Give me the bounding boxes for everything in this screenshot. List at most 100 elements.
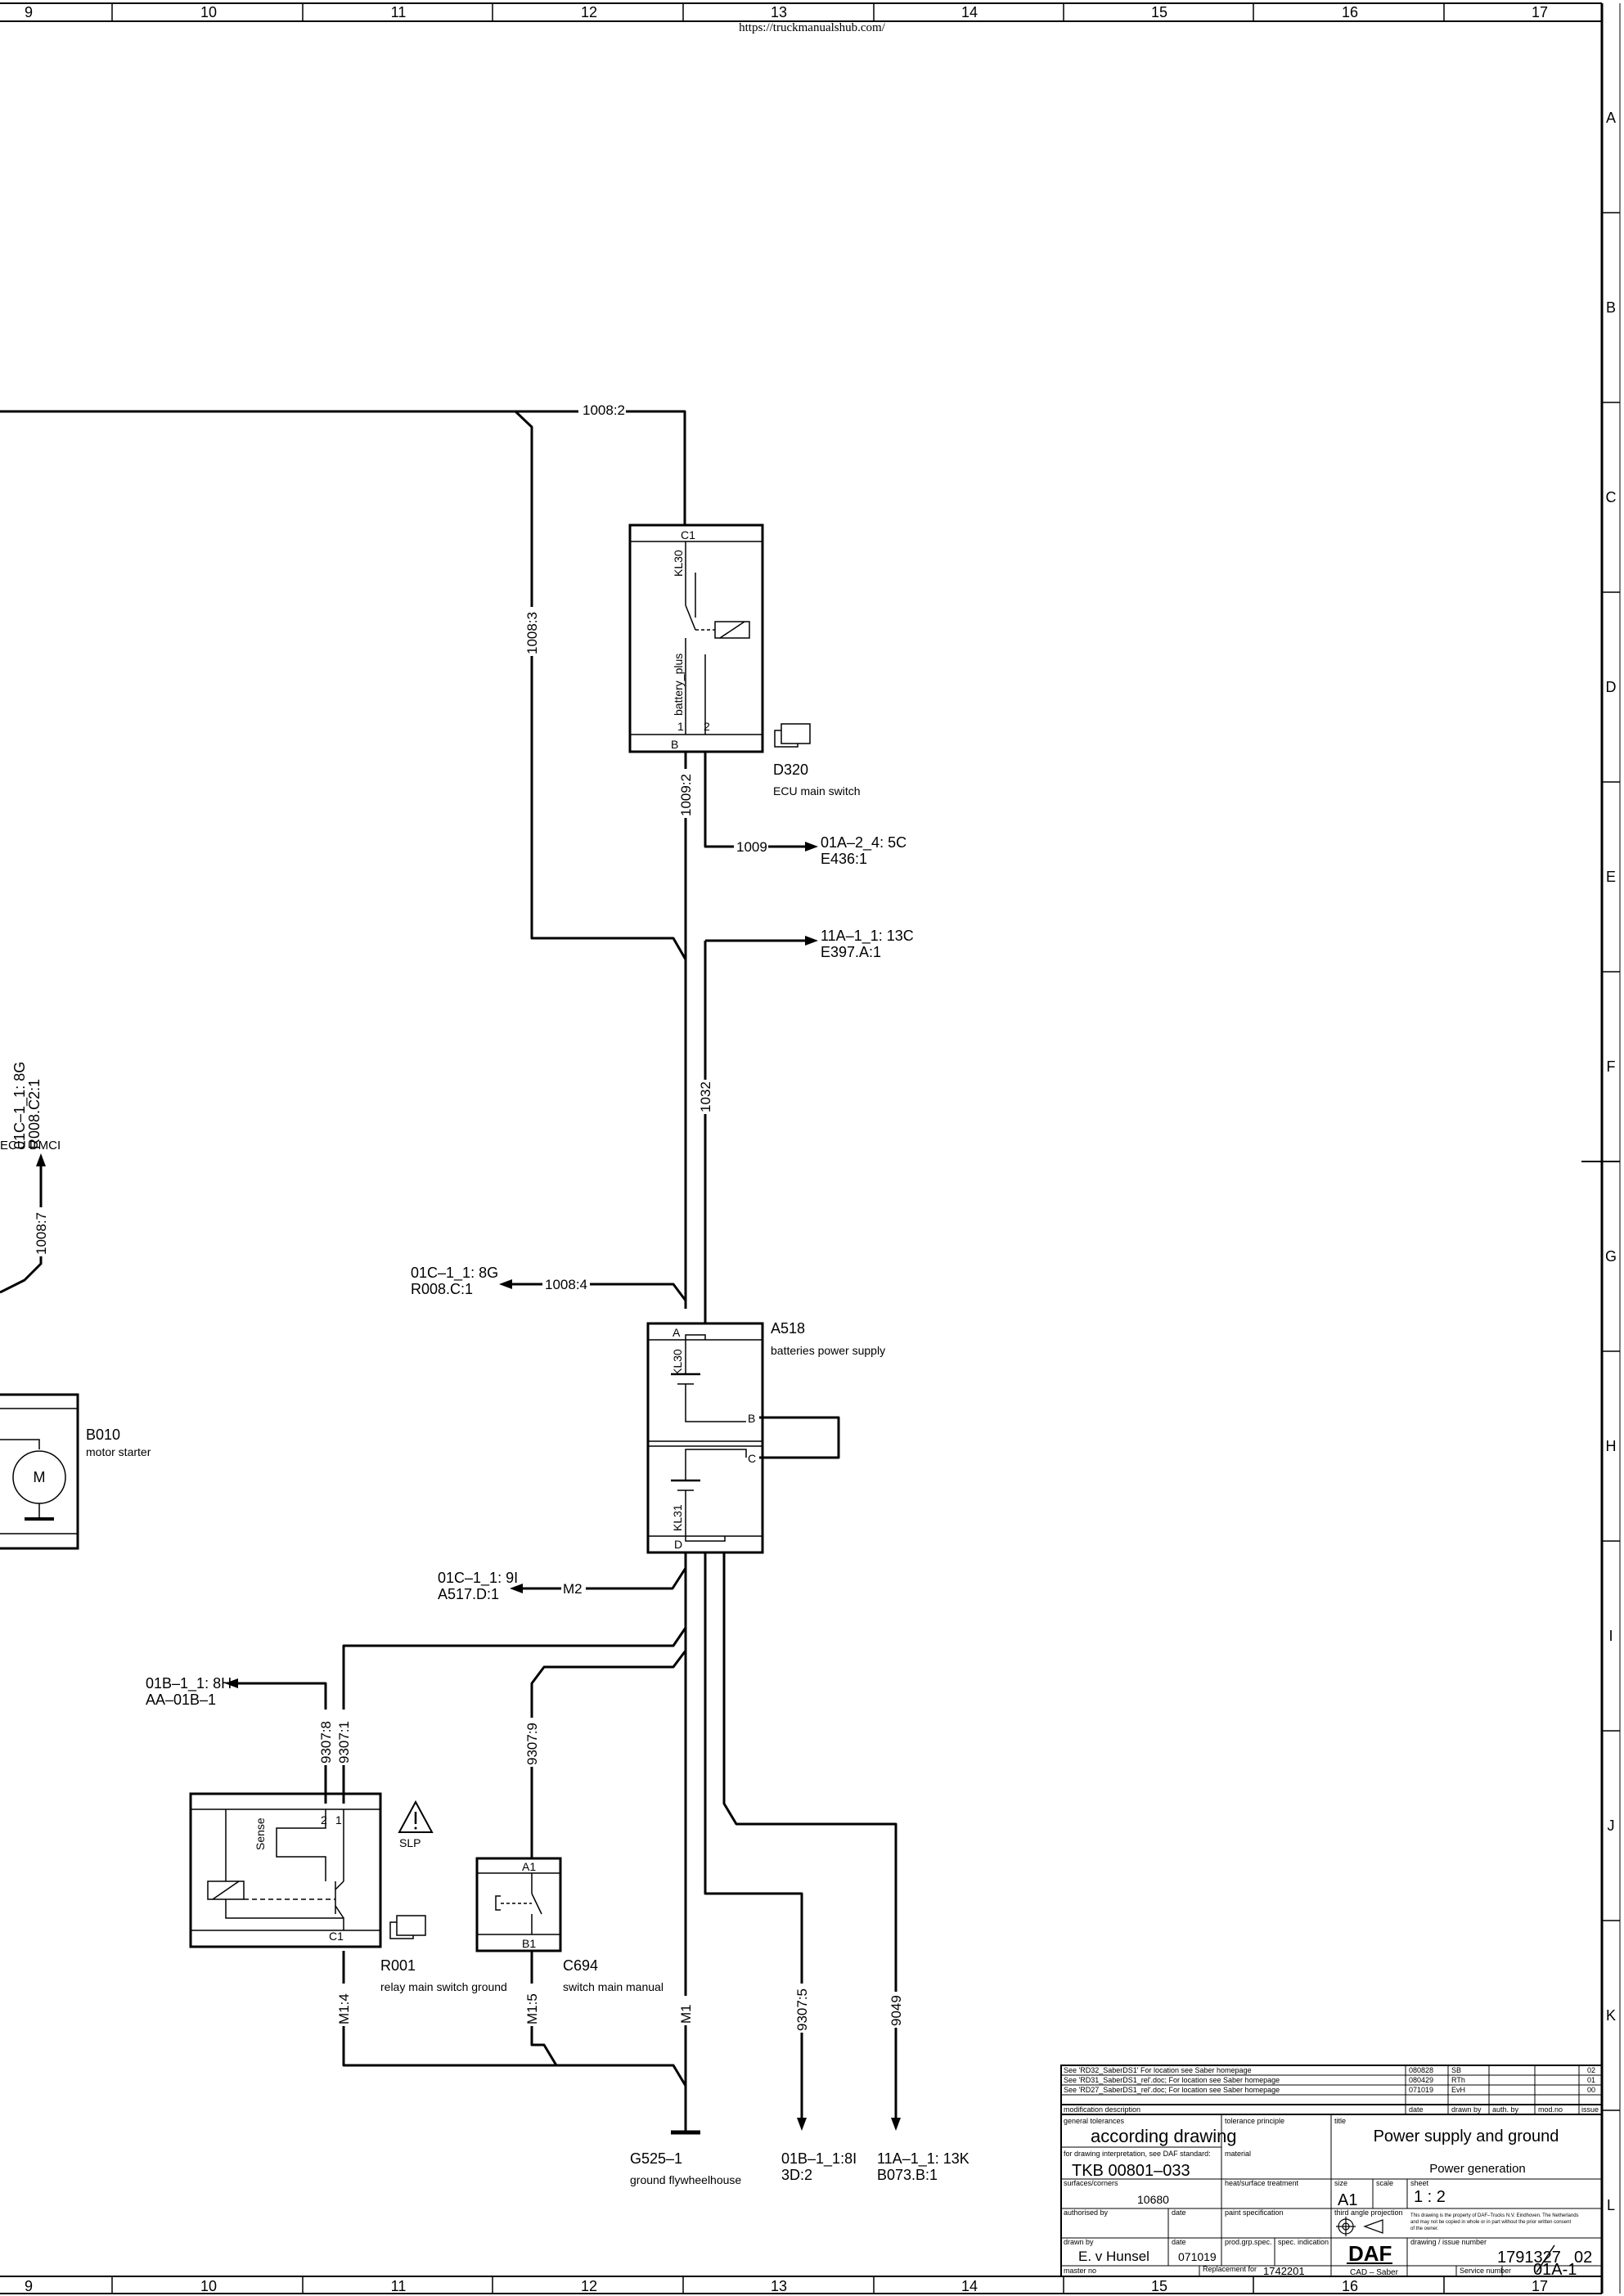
row-label: D <box>1606 679 1617 695</box>
svc-label: Service number <box>1460 2267 1511 2275</box>
mod-date-0: 080828 <box>1409 2066 1433 2074</box>
material-label: material <box>1225 2150 1251 2158</box>
hdr-modno: mod.no <box>1538 2105 1563 2114</box>
wire-9307-9 <box>530 1650 687 1858</box>
xref-r008: R008.C:1 <box>411 1281 473 1297</box>
service-number: 01A-1 <box>1533 2261 1577 2279</box>
d320-pin-c1: C1 <box>681 528 695 541</box>
component-g525: G525–1 ground flywheelhouse <box>630 2130 741 2186</box>
row-label: G <box>1605 1248 1617 1265</box>
cad-label: CAD – Saber <box>1350 2268 1399 2277</box>
c694-pin-a1: A1 <box>522 1860 536 1873</box>
wire-9307-8 <box>237 1682 327 1804</box>
c694-ref: C694 <box>563 1957 598 1974</box>
warning-icon: SLP <box>398 1800 434 1849</box>
specind-label: spec. indication <box>1278 2238 1329 2246</box>
row-label: F <box>1607 1058 1616 1075</box>
row-label: B <box>1606 299 1616 316</box>
xref-11a-13k: 11A–1_1: 13K <box>877 2150 969 2168</box>
wire-label-9307-8: 9307:8 <box>318 1721 334 1764</box>
slp-label: SLP <box>399 1836 421 1849</box>
component-r001: 2 1 C1 Sense R001 relay main switch grou… <box>189 1792 507 1993</box>
wire-label-m2: M2 <box>563 1581 583 1597</box>
paint-label: paint specification <box>1225 2208 1284 2217</box>
wire-label-m1-5: M1:5 <box>524 1993 540 2024</box>
mod-by-1: RTh <box>1451 2076 1465 2084</box>
col-label: 12 <box>581 4 597 20</box>
b010-desc: motor starter <box>86 1445 151 1458</box>
a518-pin-d: D <box>674 1538 682 1551</box>
xref-left-01c: 01C–1_1: 8G <box>11 1062 29 1149</box>
wire-9307-1 <box>342 1627 687 1804</box>
xref-e397: E397.A:1 <box>821 944 881 960</box>
drawing-subtitle: Power generation <box>1429 2162 1526 2176</box>
xref-11a-1-1: 11A–1_1: 13C <box>821 928 914 945</box>
drawn-date: 071019 <box>1178 2250 1217 2263</box>
drawn-by: E. v Hunsel <box>1078 2249 1149 2264</box>
row-label: I <box>1608 1628 1613 1644</box>
d320-pin2: 2 <box>704 720 710 733</box>
prodgrp-label: prod.grp.spec. <box>1225 2238 1272 2246</box>
row-label: E <box>1606 869 1616 885</box>
a518-kl31: KL31 <box>671 1504 684 1531</box>
xref-3d2: 3D:2 <box>781 2167 812 2183</box>
d320-ref: D320 <box>773 762 808 778</box>
col-label: 13 <box>771 4 787 20</box>
wire-label-1008-2: 1008:2 <box>583 402 625 418</box>
wire-9307-5 <box>704 1552 803 2119</box>
row-label: C <box>1606 489 1617 505</box>
wire-1009 <box>704 751 806 848</box>
row-ticks <box>1602 212 1620 2111</box>
wire-label-9307-1: 9307:1 <box>336 1721 352 1764</box>
projection-label: third angle projection <box>1334 2208 1403 2217</box>
row-label: J <box>1608 1817 1615 1834</box>
a518-pin-b: B <box>748 1412 755 1425</box>
g525-ref: G525–1 <box>630 2150 682 2167</box>
xref-left-ecu: ECU DMCI <box>0 1139 61 1152</box>
repl-label: Replacement for <box>1203 2265 1257 2273</box>
title-block: See 'RD32_SaberDS1' For location see Sab… <box>1060 2065 1603 2279</box>
column-labels-top: 9 10 11 12 13 14 15 16 17 <box>25 4 1548 20</box>
c694-desc: switch main manual <box>563 1980 664 1993</box>
col-label: 13 <box>771 2278 787 2294</box>
mod-issue-1: 01 <box>1587 2076 1595 2084</box>
wire-label-9307-9: 9307:9 <box>524 1723 540 1765</box>
wire-label-9049: 9049 <box>888 1995 904 2026</box>
size-value: A1 <box>1338 2191 1357 2209</box>
mod-desc-2: See 'RD27_SaberDS1_rel'.doc; For locatio… <box>1064 2086 1280 2094</box>
b010-motor-letter: M <box>34 1469 46 1485</box>
col-label: 15 <box>1151 2278 1167 2294</box>
hdr-date: date <box>1409 2105 1424 2114</box>
wire-m2 <box>522 1552 687 1590</box>
heat-label: heat/surface treatment <box>1225 2179 1299 2187</box>
r001-sense: Sense <box>254 1817 267 1850</box>
projection-icon <box>1336 2217 1383 2236</box>
component-a518: A B C D KL30 KL31 A518 batteries power s… <box>646 1320 885 1554</box>
col-label: 9 <box>25 2278 33 2294</box>
wire-label-1008-7: 1008:7 <box>34 1212 49 1255</box>
hdr-issue: issue <box>1581 2105 1599 2114</box>
xref-01a-2-4: 01A–2_4: 5C <box>821 834 906 851</box>
xref-a517: A517.D:1 <box>438 1586 499 1602</box>
master-label: master no <box>1064 2267 1096 2275</box>
d320-battery-plus: battery_plus <box>672 654 685 716</box>
motor-icon <box>0 1439 66 1521</box>
wire-labels: 1008:2 1008:3 1009:2 1009 1032 1008:4 10… <box>34 402 904 2033</box>
dwg-label: drawing / issue number <box>1410 2238 1487 2246</box>
property-line-1: and may not be copied in whole or in par… <box>1410 2220 1571 2225</box>
row-label: H <box>1606 1438 1617 1454</box>
d320-kl30: KL30 <box>672 550 685 577</box>
component-d320: C1 B KL30 battery_plus 1 2 D320 ECU main… <box>628 523 861 798</box>
a518-kl30: KL30 <box>671 1349 684 1376</box>
dwg-issue: 02 <box>1574 2249 1592 2267</box>
row-label: K <box>1606 2007 1616 2024</box>
mod-issue-0: 02 <box>1587 2066 1595 2074</box>
row-label: A <box>1606 110 1616 126</box>
hdr-drawn: drawn by <box>1451 2105 1482 2114</box>
wire-1008-3 <box>514 410 687 960</box>
col-label: 12 <box>581 2278 597 2294</box>
col-label: 14 <box>961 4 978 20</box>
a518-pin-c: C <box>748 1452 756 1465</box>
wire-label-1009-2: 1009:2 <box>678 774 694 816</box>
